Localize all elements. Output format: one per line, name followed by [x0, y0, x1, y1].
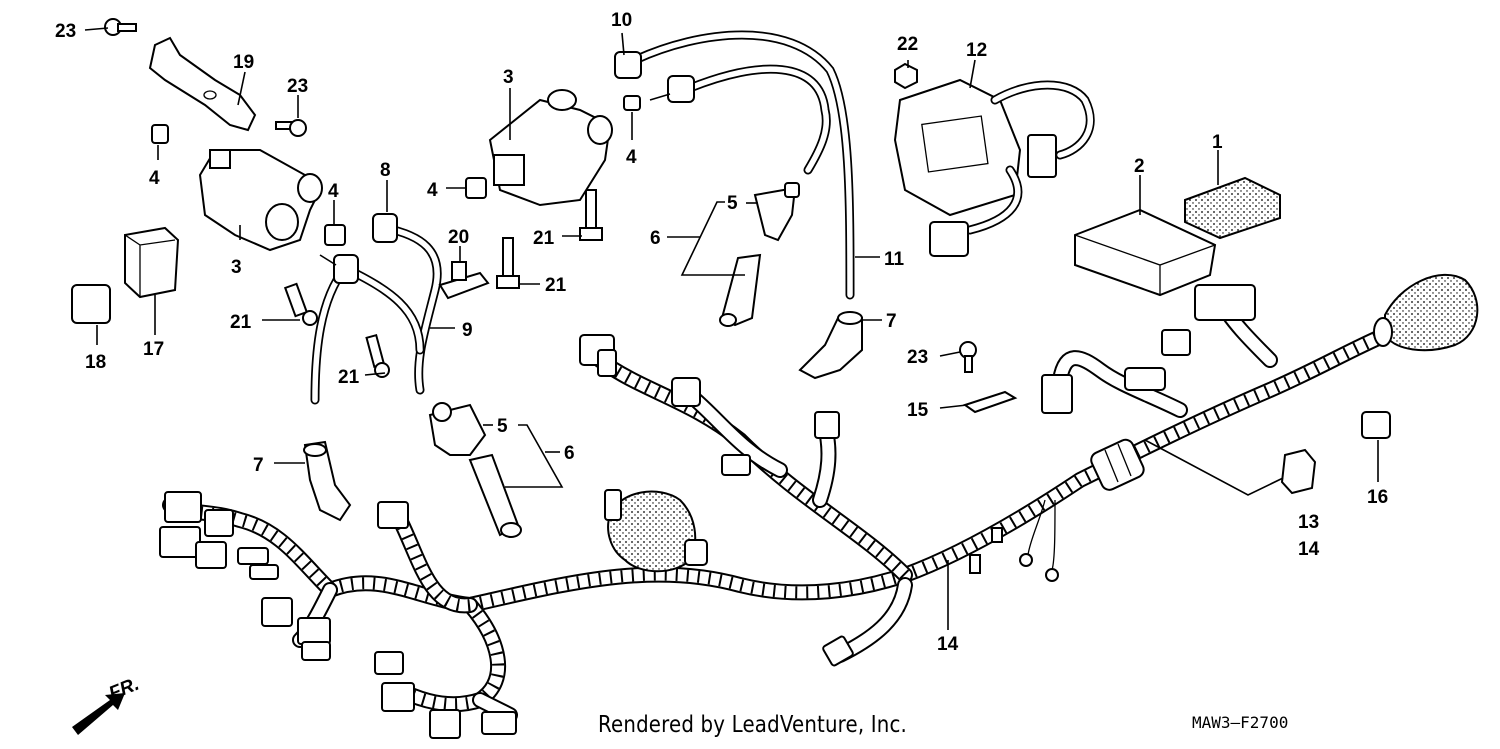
callout-5a: 5 [727, 193, 738, 214]
front-direction-arrow [72, 693, 125, 735]
callout-21d: 21 [545, 275, 567, 296]
connector-16-icon [1361, 411, 1391, 439]
callout-2: 2 [1134, 156, 1145, 177]
connector-2b-icon [1194, 284, 1256, 321]
callout-13: 13 [1298, 512, 1319, 533]
plug-cap-5a-icon [753, 182, 800, 242]
callout-9: 9 [462, 320, 473, 341]
nut-22-icon [894, 62, 918, 90]
callout-1: 1 [1212, 132, 1223, 153]
main-wire-harness [159, 274, 1479, 739]
bolt-21a-icon [283, 282, 318, 326]
bolt-23-icon [104, 18, 137, 36]
bolt-23c-icon [959, 341, 977, 373]
callout-11: 11 [884, 249, 905, 270]
bracket-19-icon [148, 36, 257, 132]
callout-23c: 23 [907, 347, 928, 368]
callout-4c: 4 [626, 147, 637, 168]
callout-19: 19 [233, 52, 254, 73]
relay-17-icon [124, 226, 180, 299]
clamp-20-icon [438, 261, 490, 300]
clip-4b-icon [324, 224, 346, 246]
hv-cord-11-icon [614, 30, 855, 300]
relay-13-icon [1280, 448, 1317, 495]
callout-4b: 4 [328, 181, 339, 202]
callout-6a: 6 [650, 228, 661, 249]
callout-17: 17 [143, 339, 164, 360]
callout-8: 8 [380, 160, 391, 181]
callout-3b: 3 [503, 67, 514, 88]
callout-3a: 3 [231, 257, 242, 278]
connector-18-icon [71, 284, 111, 324]
callout-15: 15 [907, 400, 929, 421]
regulator-rectifier-12-icon [893, 78, 1095, 257]
leader-lines [84, 27, 1379, 630]
callout-14a: 14 [1298, 539, 1320, 560]
callout-4a: 4 [149, 168, 160, 189]
callout-6b: 6 [564, 443, 575, 464]
callout-5b: 5 [497, 416, 508, 437]
plug-cap-5b-icon [428, 402, 487, 456]
plug-cap-7b-icon [798, 311, 863, 380]
bolt-23b-icon [275, 119, 307, 137]
bolt-21d-icon [496, 237, 520, 289]
callout-12: 12 [966, 40, 987, 61]
diagram-code: MAW3–F2700 [1192, 713, 1289, 732]
callout-23b: 23 [287, 76, 308, 97]
callout-21b: 21 [338, 367, 360, 388]
callout-16: 16 [1367, 487, 1388, 508]
callout-18: 18 [85, 352, 106, 373]
callout-21c: 21 [533, 228, 555, 249]
callout-23a: 23 [55, 21, 76, 42]
callout-4d: 4 [427, 180, 438, 201]
plug-cap-6b-icon [468, 453, 522, 538]
unit-1-icon [1184, 176, 1281, 240]
callout-21a: 21 [230, 312, 252, 333]
callout-7a: 7 [253, 455, 264, 476]
ignition-coil-3a-icon [198, 149, 323, 252]
clip-4c-icon [465, 177, 487, 199]
band-15-icon [962, 390, 1018, 414]
callout-22: 22 [897, 34, 918, 55]
clip-4d-icon [623, 95, 641, 111]
callout-10: 10 [611, 10, 632, 31]
hv-cord-9-icon [310, 213, 442, 405]
bolt-21c-icon [579, 189, 603, 241]
plug-cap-6a-icon [719, 253, 762, 327]
bolt-21b-icon [365, 333, 390, 378]
credit-text: Rendered by LeadVenture, Inc. [598, 712, 908, 738]
callout-14b: 14 [937, 634, 959, 655]
ignition-coil-3b-icon [488, 89, 613, 207]
callout-20: 20 [448, 227, 469, 248]
clip-4a-icon [151, 124, 169, 144]
front-label: FR. [106, 674, 142, 705]
callout-7b: 7 [886, 311, 897, 332]
callout-numbers: 23 19 23 4 3 4 8 17 18 21 21 9 7 10 3 4 … [55, 10, 1388, 705]
plug-cap-7a-icon [303, 440, 352, 522]
